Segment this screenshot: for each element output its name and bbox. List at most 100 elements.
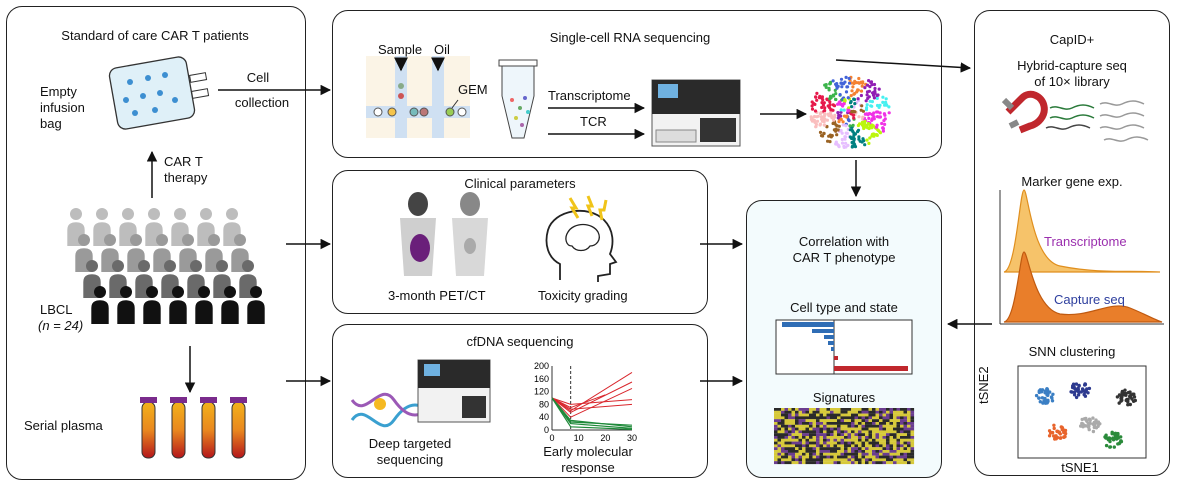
cell-point (839, 114, 843, 118)
correlation-title-2: CAR T phenotype (792, 250, 896, 265)
cell-point (818, 130, 823, 134)
cell-point (834, 82, 838, 86)
snn-point (1084, 416, 1088, 421)
cell-point (846, 96, 850, 100)
cell-point (850, 105, 854, 109)
cell-point (851, 144, 856, 148)
snn-point (1112, 445, 1117, 449)
cell-point (832, 118, 836, 122)
cell-point (846, 109, 850, 113)
red-response-line (551, 397, 633, 410)
patient-cohort-icon (66, 208, 266, 324)
snn-point (1073, 387, 1077, 391)
x-tick-label: 20 (600, 433, 610, 443)
snn-point (1071, 384, 1075, 388)
snn-point (1091, 429, 1096, 434)
signatures-label: Signatures (812, 390, 876, 405)
cell-point (864, 108, 869, 112)
snn-point (1041, 401, 1045, 405)
cell-point (810, 107, 815, 111)
cell-point (827, 86, 831, 90)
cell-point (870, 134, 874, 138)
snn-point (1054, 434, 1058, 438)
cell-point (884, 100, 888, 104)
snn-point (1043, 396, 1047, 401)
cell-point (836, 111, 840, 115)
cell-point (865, 138, 869, 142)
cell-point (836, 128, 841, 132)
cell-point (836, 116, 840, 120)
snn-point (1086, 425, 1091, 429)
cell-point (881, 95, 885, 99)
cell-point (844, 90, 849, 94)
cell-point (881, 129, 886, 133)
snn-point (1130, 397, 1134, 401)
cell-point (884, 97, 888, 101)
snn-point (1050, 399, 1055, 403)
x-tick-label: 30 (627, 433, 637, 443)
cell-point (864, 99, 868, 103)
cell-point (825, 97, 829, 101)
snn-point (1084, 424, 1088, 428)
snn-point (1072, 393, 1077, 397)
x-tick-label: 0 (549, 433, 554, 443)
cell-point (868, 99, 872, 103)
snn-point (1132, 395, 1137, 399)
snn-point (1079, 390, 1084, 394)
cell-point (819, 111, 823, 115)
cell-point (857, 115, 861, 119)
snn-point (1132, 392, 1136, 396)
cell-point (822, 115, 826, 119)
infusion-bag-icon (108, 56, 210, 130)
snn-point (1120, 398, 1124, 402)
cell-point (847, 76, 851, 81)
cell-point (863, 86, 867, 90)
cell-point (863, 119, 867, 124)
cell-point (859, 93, 864, 98)
snn-point (1060, 426, 1065, 430)
cell-point (839, 108, 843, 112)
cell-point (846, 143, 850, 147)
snn-point (1104, 436, 1108, 440)
cell-point (812, 114, 817, 119)
plasma-label: Serial plasma (24, 418, 103, 433)
patients-title: Standard of care CAR T patients (61, 28, 249, 43)
oil-label: Oil (434, 42, 450, 57)
cell-point (828, 100, 832, 104)
cell-point (831, 93, 835, 97)
cell-point (875, 110, 879, 114)
cell-point (816, 114, 820, 118)
snn-point (1104, 443, 1109, 448)
snn-scatter (1017, 365, 1147, 459)
cell-point (817, 96, 822, 100)
snn-point (1040, 396, 1045, 400)
cohort-label: LBCL (40, 302, 73, 317)
cell-point (853, 110, 857, 114)
cell-point (834, 142, 838, 146)
umap-clusters-icon (809, 75, 891, 149)
cell-point (823, 112, 827, 116)
cell-point (873, 86, 877, 91)
cell-point (861, 115, 865, 119)
snn-point (1108, 437, 1113, 441)
cell-point (826, 139, 830, 143)
cell-point (847, 106, 851, 110)
snn-point (1043, 391, 1047, 395)
capture-legend: Capture seq (1054, 292, 1125, 307)
cell-point (853, 91, 857, 96)
sample-label: Sample (378, 42, 423, 57)
cell-point (834, 97, 838, 101)
cell-point (859, 108, 863, 112)
snn-point (1126, 390, 1131, 395)
snn-point (1073, 390, 1077, 394)
person-icon (168, 286, 188, 324)
cell-point (823, 106, 827, 110)
transcriptome-legend: Transcriptome (1044, 234, 1127, 249)
snn-point (1045, 399, 1049, 403)
cell-point (820, 105, 824, 110)
tsne1-label: tSNE1 (1061, 460, 1099, 475)
cell-point (859, 89, 864, 93)
snn-point (1110, 432, 1114, 436)
gem-label: GEM (458, 82, 488, 97)
